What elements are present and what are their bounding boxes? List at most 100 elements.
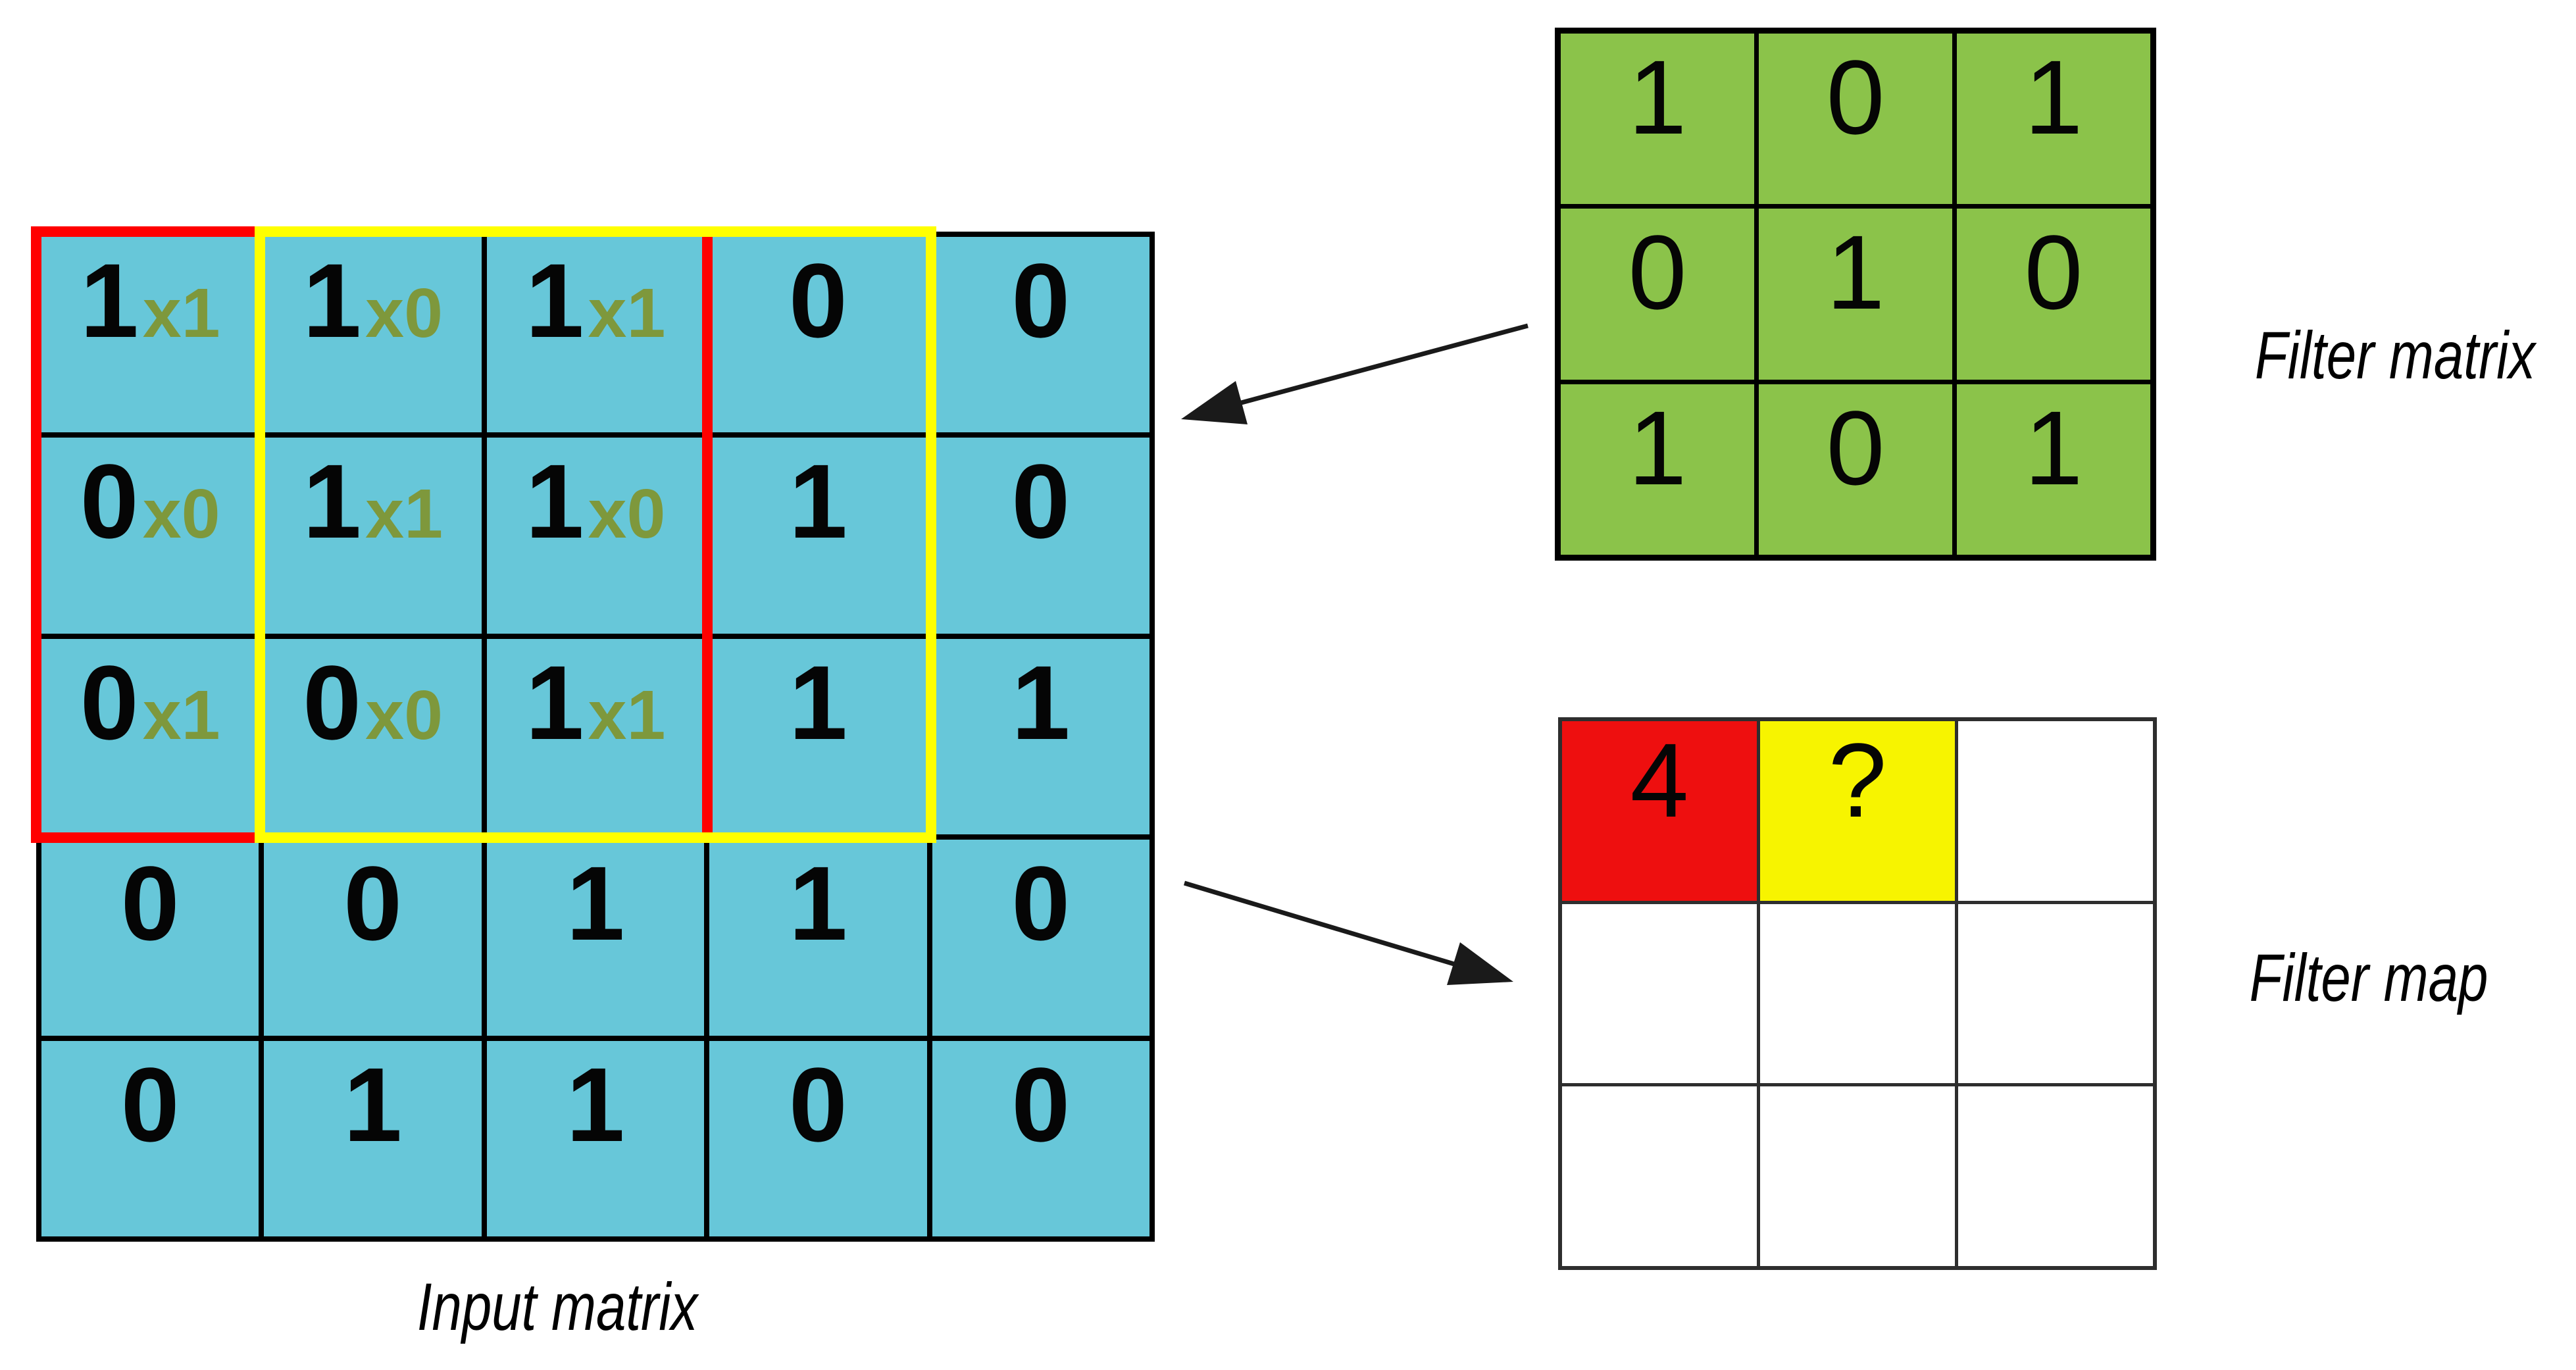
input-cell-r4c1: 0 bbox=[41, 840, 259, 1036]
filter-cell-value: 1 bbox=[1628, 38, 1687, 156]
input-cell-r5c3: 1 bbox=[486, 1040, 705, 1236]
input-cell-value: 0 bbox=[120, 844, 180, 963]
filter-cell-r3c2: 0 bbox=[1759, 384, 1952, 555]
filter-matrix-label-text: Filter matrix bbox=[2254, 318, 2536, 393]
input-cell-r1c4: 0 bbox=[709, 237, 927, 433]
filter-cell-r2c1: 0 bbox=[1561, 209, 1754, 380]
filter-cell-value: 0 bbox=[1826, 38, 1885, 156]
input-cell-value: 0 bbox=[1011, 1045, 1071, 1163]
map-cell-r2c2 bbox=[1760, 903, 1955, 1084]
filter-cell-r1c2: 0 bbox=[1759, 34, 1952, 205]
input-cell-value: 0 bbox=[120, 1045, 180, 1163]
input-cell-value: 0 bbox=[303, 643, 362, 761]
map-cell-r1c2: ? bbox=[1760, 721, 1955, 901]
filter-cell-value: 0 bbox=[2024, 213, 2083, 332]
map-cell-r3c2 bbox=[1760, 1086, 1955, 1266]
input-cell-value: 1 bbox=[566, 1045, 625, 1163]
input-cell-r3c4: 1 bbox=[709, 638, 927, 835]
input-cell-value: 1 bbox=[343, 1045, 403, 1163]
filter-cell-r2c3: 0 bbox=[1957, 209, 2150, 380]
input-cell-value: 1 bbox=[80, 241, 139, 359]
input-cell-value: 0 bbox=[80, 643, 139, 761]
input-cell-r5c4: 0 bbox=[709, 1040, 927, 1236]
map-cell-r1c3 bbox=[1958, 721, 2153, 901]
input-cell-value: 0 bbox=[788, 241, 847, 359]
map-cell-r3c1 bbox=[1562, 1086, 1757, 1266]
input-cell-value: 1 bbox=[525, 241, 584, 359]
input-cell-value: 1 bbox=[788, 844, 847, 963]
filter-cell-value: 1 bbox=[2024, 388, 2083, 507]
filter-cell-value: 1 bbox=[1628, 388, 1687, 507]
input-cell-r3c5: 1 bbox=[932, 638, 1149, 835]
input-matrix-label: Input matrix bbox=[382, 1269, 733, 1346]
map-cell-r1c1: 4 bbox=[1562, 721, 1757, 901]
multiplier-annotation: x1 bbox=[142, 676, 220, 754]
input-matrix-label-text: Input matrix bbox=[417, 1269, 698, 1344]
map-cell-r2c1 bbox=[1562, 903, 1757, 1084]
input-cell-r2c4: 1 bbox=[709, 438, 927, 634]
input-cell-value: 0 bbox=[788, 1045, 847, 1163]
filter-cell-r3c3: 1 bbox=[1957, 384, 2150, 555]
input-cell-value: 1 bbox=[566, 844, 625, 963]
arrow-shaft bbox=[1219, 323, 1528, 411]
input-cell-value: 0 bbox=[1011, 442, 1071, 561]
input-cell-r4c2: 0 bbox=[264, 840, 482, 1036]
input-cell-value: 1 bbox=[1011, 643, 1071, 761]
input-cell-value: 0 bbox=[1011, 241, 1071, 359]
multiplier-annotation: x0 bbox=[365, 676, 443, 754]
arrow-head-icon bbox=[1447, 942, 1513, 985]
filter-cell-r3c1: 1 bbox=[1561, 384, 1754, 555]
filter-matrix-label: Filter matrix bbox=[2220, 317, 2571, 394]
multiplier-annotation: x1 bbox=[142, 274, 220, 352]
input-cell-r4c5: 0 bbox=[932, 840, 1149, 1036]
filter-map-label-text: Filter map bbox=[2249, 940, 2488, 1015]
input-cell-value: 0 bbox=[80, 442, 139, 561]
arrow-input-to-map bbox=[1183, 880, 1513, 985]
input-cell-value: 1 bbox=[303, 241, 362, 359]
input-cell-value: 1 bbox=[525, 643, 584, 761]
multiplier-annotation: x0 bbox=[588, 475, 666, 553]
input-cell-r2c5: 0 bbox=[932, 438, 1149, 634]
filter-cell-value: 0 bbox=[1628, 213, 1687, 332]
multiplier-annotation: x1 bbox=[588, 274, 666, 352]
filter-cell-value: 0 bbox=[1826, 388, 1885, 507]
filter-map-label: Filter map bbox=[2219, 940, 2517, 1017]
filter-cell-r2c2: 1 bbox=[1759, 209, 1952, 380]
input-cell-value: 1 bbox=[788, 442, 847, 561]
input-cell-r5c2: 1 bbox=[264, 1040, 482, 1236]
multiplier-annotation: x0 bbox=[142, 475, 220, 553]
input-cell-value: 1 bbox=[788, 643, 847, 761]
filter-cell-r1c3: 1 bbox=[1957, 34, 2150, 205]
input-cell-value: 1 bbox=[303, 442, 362, 561]
filter-matrix: 1 0 1 0 1 0 1 0 1 bbox=[1555, 28, 2156, 561]
filter-cell-r1c1: 1 bbox=[1561, 34, 1754, 205]
multiplier-annotation: x0 bbox=[365, 274, 443, 352]
input-cell-r1c5: 0 bbox=[932, 237, 1149, 433]
arrow-filter-to-input bbox=[1181, 323, 1528, 424]
map-cell-value: 4 bbox=[1630, 721, 1689, 839]
map-cell-r2c3 bbox=[1958, 903, 2153, 1084]
input-cell-r5c1: 0 bbox=[41, 1040, 259, 1236]
input-cell-r4c3: 1 bbox=[486, 840, 705, 1036]
multiplier-annotation: x1 bbox=[588, 676, 666, 754]
input-cell-r4c4: 1 bbox=[709, 840, 927, 1036]
filter-cell-value: 1 bbox=[2024, 38, 2083, 156]
input-cell-r5c5: 0 bbox=[932, 1040, 1149, 1236]
multiplier-annotation: x1 bbox=[365, 475, 443, 553]
filter-map: 4? bbox=[1558, 717, 2157, 1270]
input-cell-value: 1 bbox=[525, 442, 584, 561]
map-cell-r3c3 bbox=[1958, 1086, 2153, 1266]
map-cell-value: ? bbox=[1828, 721, 1887, 839]
input-cell-value: 0 bbox=[1011, 844, 1071, 963]
filter-cell-value: 1 bbox=[1826, 213, 1885, 332]
